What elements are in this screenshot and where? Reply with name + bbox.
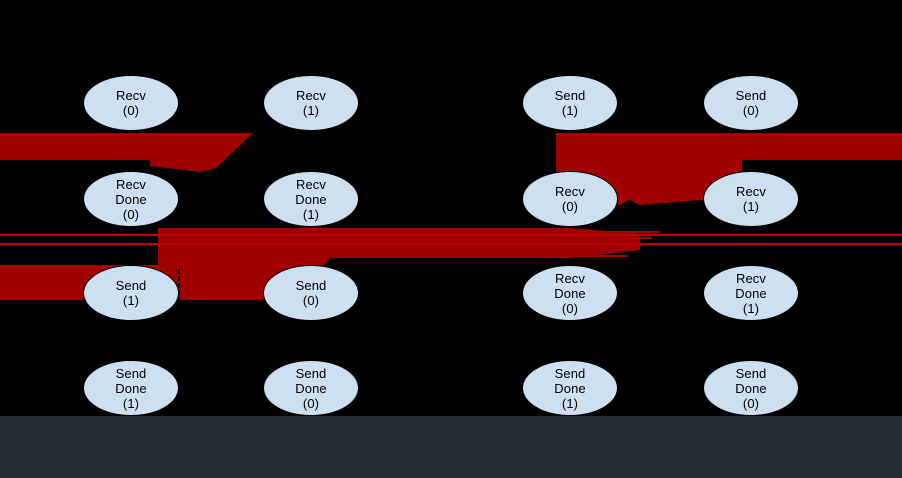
graph-node-recvdone-1[interactable]: Recv Done (1)	[263, 171, 359, 227]
graph-node-label: Send (1)	[554, 88, 586, 118]
edge-x-left-c	[158, 228, 200, 268]
graph-node-label: Send Done (1)	[115, 365, 147, 411]
graph-node-label: Send Done (1)	[554, 365, 586, 411]
graph-node-label: Recv Done (1)	[735, 270, 767, 316]
graph-node-label: Send Done (0)	[735, 365, 767, 411]
graph-node-label: Send Done (0)	[295, 365, 327, 411]
graph-node-senddone-1b[interactable]: Send Done (1)	[522, 360, 618, 416]
graph-node-label: Recv (0)	[554, 184, 586, 214]
graph-node-send-0[interactable]: Send (0)	[263, 265, 359, 321]
graph-node-label: Recv (0)	[115, 88, 147, 118]
graph-node-senddone-0b[interactable]: Send Done (0)	[703, 360, 799, 416]
graph-node-label: Recv Done (0)	[115, 176, 147, 222]
graph-node-label: Send (1)	[115, 278, 147, 308]
graph-node-send-0-top[interactable]: Send (0)	[703, 75, 799, 131]
graph-node-label: Recv Done (1)	[295, 176, 327, 222]
edge-group-lower-taper	[178, 267, 282, 297]
graph-node-label: Send (0)	[735, 88, 767, 118]
edge-band-right-top	[742, 133, 902, 160]
status-bar	[0, 416, 902, 478]
edge-group-thin	[0, 234, 902, 245]
graph-node-recv-0-mid[interactable]: Recv (0)	[522, 171, 618, 227]
graph-node-label: Recv (1)	[295, 88, 327, 118]
graph-node-senddone-0[interactable]: Send Done (0)	[263, 360, 359, 416]
graph-node-recvdone-1b[interactable]: Recv Done (1)	[703, 265, 799, 321]
graph-node-send-1-top[interactable]: Send (1)	[522, 75, 618, 131]
graph-node-recvdone-0b[interactable]: Recv Done (0)	[522, 265, 618, 321]
graph-node-label: Send (0)	[295, 278, 327, 308]
graph-node-send-1[interactable]: Send (1)	[83, 265, 179, 321]
edge-band-left-top	[0, 133, 150, 160]
graph-node-recv-0[interactable]: Recv (0)	[83, 75, 179, 131]
graph-node-recv-1-mid[interactable]: Recv (1)	[703, 171, 799, 227]
graph-node-senddone-1[interactable]: Send Done (1)	[83, 360, 179, 416]
graph-node-recv-1[interactable]: Recv (1)	[263, 75, 359, 131]
graph-node-recvdone-0[interactable]: Recv Done (0)	[83, 171, 179, 227]
graph-node-label: Recv Done (0)	[554, 270, 586, 316]
graph-node-label: Recv (1)	[735, 184, 767, 214]
